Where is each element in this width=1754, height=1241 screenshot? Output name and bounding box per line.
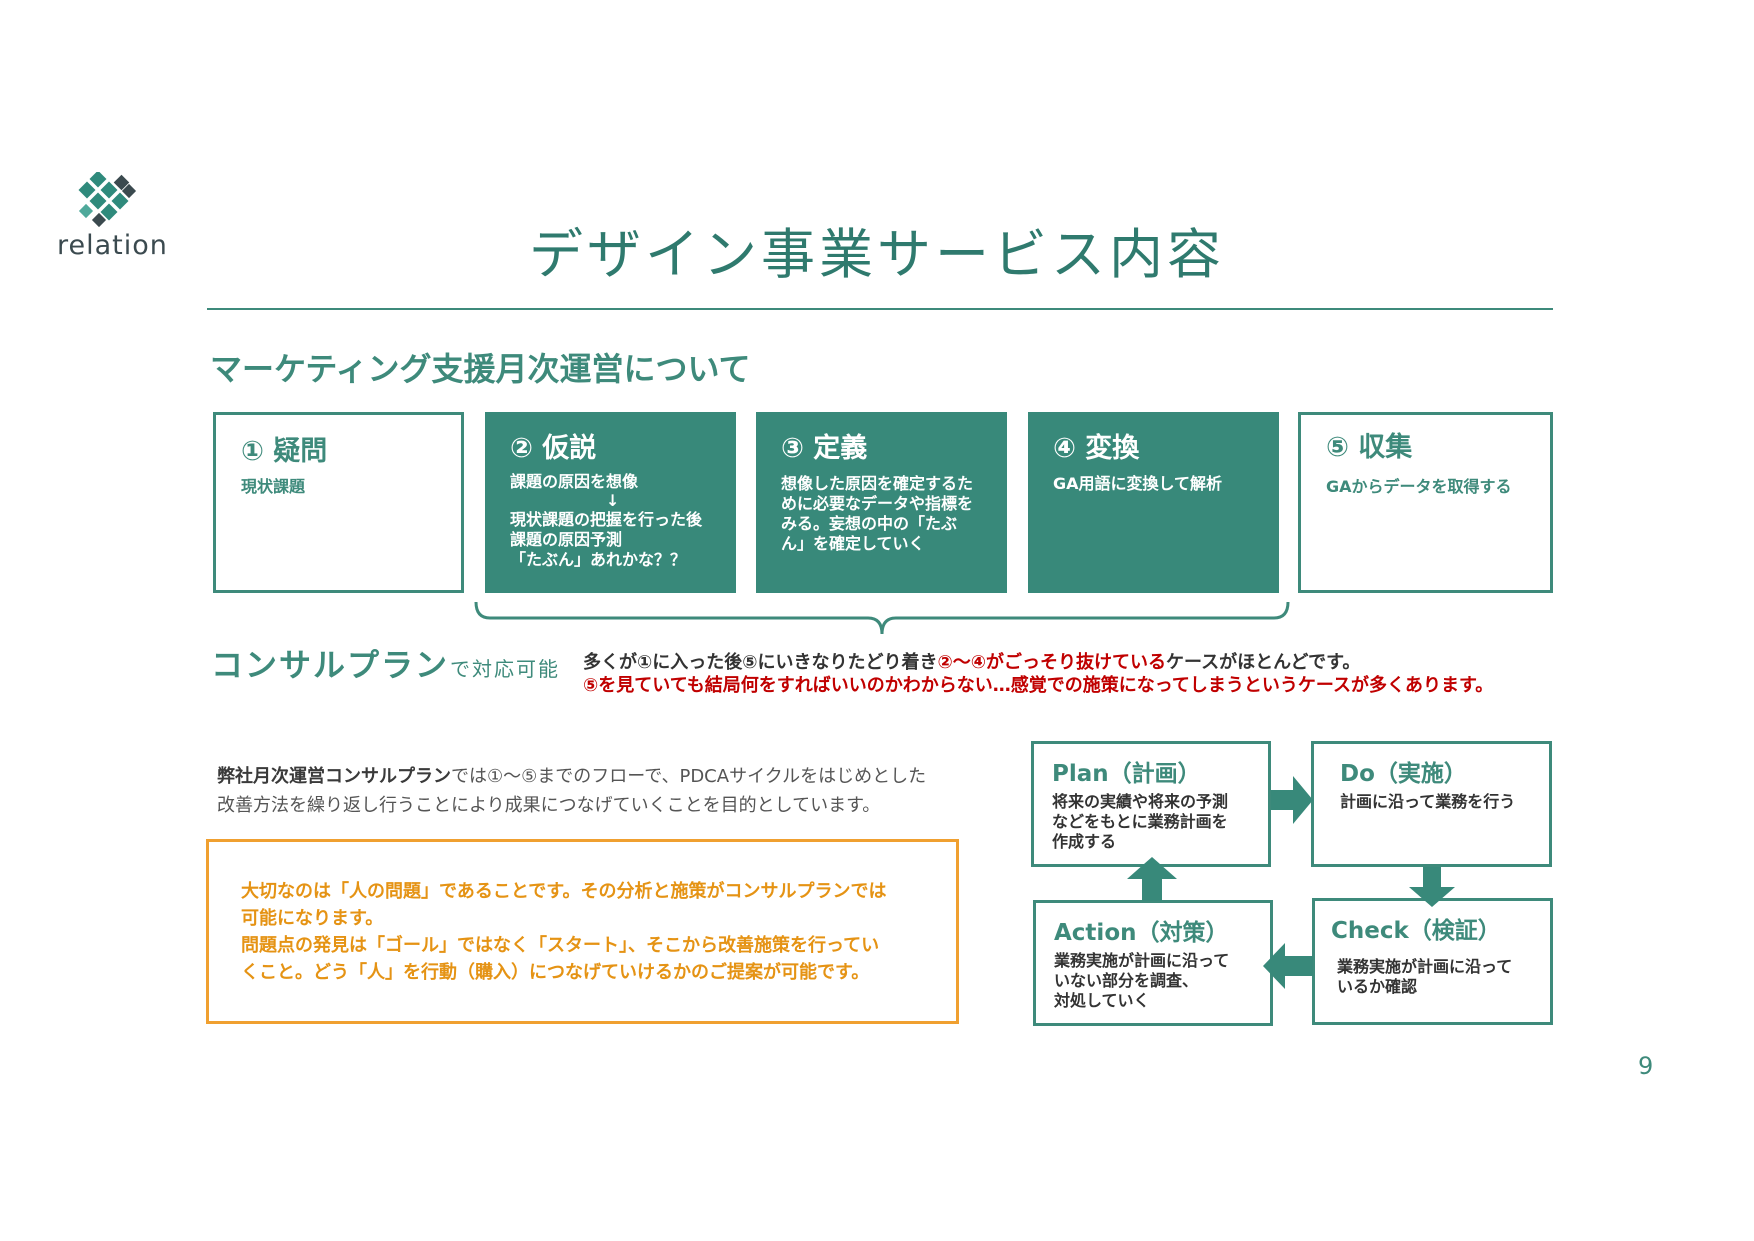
pdca-line: いるか確認: [1337, 977, 1418, 996]
step-4-box: ④ 変換 GA用語に変換して解析: [1028, 412, 1279, 593]
step-2-line: 「たぶん」あれかな？？: [510, 550, 687, 569]
page-number: 9: [1638, 1052, 1654, 1080]
note-highlight: ②～④がごっそり抜けている: [937, 652, 1166, 673]
important-line: くこと。どう「人」を行動（購入）につなげていけるかのご提案が可能です。: [241, 962, 870, 983]
step-2-title: ② 仮説: [510, 433, 597, 464]
step-2-line: 課題の原因を想像: [510, 472, 639, 491]
step-5-body: GAからデータを取得する: [1326, 477, 1536, 497]
pdca-action-title: Action（対策）: [1054, 920, 1229, 946]
pdca-line: 業務実施が計画に沿って: [1337, 957, 1513, 976]
step-1-title: ① 疑問: [241, 436, 328, 467]
step-1-line: 現状課題: [241, 477, 306, 496]
step-2-line: 現状課題の把握を行った後: [510, 510, 703, 529]
description-line-1: 弊社月次運営コンサルプランでは①～⑤までのフローで、PDCAサイクルをはじめとし…: [217, 762, 987, 791]
description-text: では①～⑤までのフローで、PDCAサイクルをはじめとした: [451, 766, 927, 787]
pdca-do-title: Do（実施）: [1340, 761, 1467, 787]
important-box: 大切なのは「人の問題」であることです。その分析と施策がコンサルプランでは 可能に…: [206, 839, 959, 1024]
pdca-do-box: Do（実施） 計画に沿って業務を行う: [1311, 741, 1552, 867]
down-arrow-icon: ↓: [606, 491, 620, 510]
pdca-line: いない部分を調査、: [1054, 971, 1199, 990]
important-line: 大切なのは「人の問題」であることです。その分析と施策がコンサルプランでは: [241, 881, 887, 902]
description-bold: 弊社月次運営コンサルプラン: [217, 766, 451, 787]
logo-text: relation: [57, 230, 168, 261]
note-text: ケースがほとんどです。: [1165, 652, 1361, 673]
arrow-left-icon: [1263, 943, 1313, 989]
important-line: 可能になります。: [241, 908, 384, 929]
step-3-title: ③ 定義: [781, 433, 868, 464]
pdca-line: などをもとに業務計画を: [1052, 812, 1228, 831]
consult-plan-suffix: で対応可能: [450, 657, 560, 681]
title-divider: [207, 308, 1553, 310]
pdca-action-box: Action（対策） 業務実施が計画に沿って いない部分を調査、 対処していく: [1033, 900, 1273, 1026]
step-5-line: GAからデータを取得する: [1326, 477, 1512, 496]
pdca-line: 計画に沿って業務を行う: [1340, 792, 1516, 811]
pdca-line: 業務実施が計画に沿って: [1054, 951, 1230, 970]
step-2-body: 課題の原因を想像 ↓ 現状課題の把握を行った後 課題の原因予測 「たぶん」あれか…: [510, 472, 722, 570]
brace-icon: [474, 601, 1290, 635]
pdca-do-body: 計画に沿って業務を行う: [1340, 792, 1539, 812]
note-line-1: 多くが①に入った後⑤にいきなりたどり着き②～④がごっそり抜けているケースがほとん…: [583, 648, 1360, 674]
step-3-body: 想像した原因を確定するた めに必要なデータや指標を みる。妄想の中の「たぶ ん」…: [781, 474, 993, 554]
arrow-up-icon: [1127, 857, 1177, 901]
pdca-plan-body: 将来の実績や将来の予測 などをもとに業務計画を 作成する: [1052, 792, 1258, 852]
pdca-line: 作成する: [1052, 832, 1117, 851]
description: 弊社月次運営コンサルプランでは①～⑤までのフローで、PDCAサイクルをはじめとし…: [217, 762, 987, 820]
step-5-box: ⑤ 収集 GAからデータを取得する: [1298, 412, 1553, 593]
step-4-line: GA用語に変換して解析: [1053, 474, 1223, 493]
pdca-check-box: Check（検証） 業務実施が計画に沿って いるか確認: [1312, 898, 1553, 1025]
pdca-plan-title: Plan（計画）: [1052, 761, 1201, 787]
logo-mark-icon: [78, 170, 137, 228]
important-text: 大切なのは「人の問題」であることです。その分析と施策がコンサルプランでは 可能に…: [241, 878, 936, 986]
logo: [72, 170, 138, 232]
pdca-check-body: 業務実施が計画に沿って いるか確認: [1337, 957, 1540, 997]
step-3-line: 想像した原因を確定するた: [781, 474, 974, 493]
page-title: デザイン事業サービス内容: [529, 223, 1225, 286]
pdca-check-title: Check（検証）: [1331, 918, 1501, 944]
pdca-action-body: 業務実施が計画に沿って いない部分を調査、 対処していく: [1054, 951, 1260, 1011]
step-2-line: 課題の原因予測: [510, 530, 623, 549]
step-5-title: ⑤ 収集: [1326, 432, 1413, 463]
step-1-box: ① 疑問 現状課題: [213, 412, 464, 593]
step-1-body: 現状課題: [241, 477, 447, 497]
section-subtitle: マーケティング支援月次運営について: [210, 350, 751, 388]
step-3-line: ん」を確定していく: [781, 534, 925, 553]
step-4-body: GA用語に変換して解析: [1053, 474, 1265, 494]
consult-plan-title: コンサルプラン: [211, 646, 450, 684]
arrow-down-icon: [1409, 867, 1455, 907]
pdca-line: 対処していく: [1054, 991, 1150, 1010]
step-2-box: ② 仮説 課題の原因を想像 ↓ 現状課題の把握を行った後 課題の原因予測 「たぶ…: [485, 412, 736, 593]
note-line-2: ⑤を見ていても結局何をすればいいのかわからない…感覚での施策になってしまうという…: [583, 675, 1494, 696]
pdca-line: 将来の実績や将来の予測: [1052, 792, 1229, 811]
note-text: 多くが①に入った後⑤にいきなりたどり着き: [583, 652, 938, 673]
step-4-title: ④ 変換: [1053, 433, 1140, 464]
step-3-line: めに必要なデータや指標を: [781, 494, 974, 513]
step-3-line: みる。妄想の中の「たぶ: [781, 514, 958, 533]
pdca-plan-box: Plan（計画） 将来の実績や将来の予測 などをもとに業務計画を 作成する: [1031, 741, 1271, 867]
description-line-2: 改善方法を繰り返し行うことにより成果につなげていくことを目的としています。: [217, 795, 881, 816]
step-3-box: ③ 定義 想像した原因を確定するた めに必要なデータや指標を みる。妄想の中の「…: [756, 412, 1007, 593]
arrow-right-icon: [1271, 776, 1313, 824]
important-line: 問題点の発見は「ゴール」ではなく「スタート」、そこから改善施策を行ってい: [241, 935, 880, 956]
